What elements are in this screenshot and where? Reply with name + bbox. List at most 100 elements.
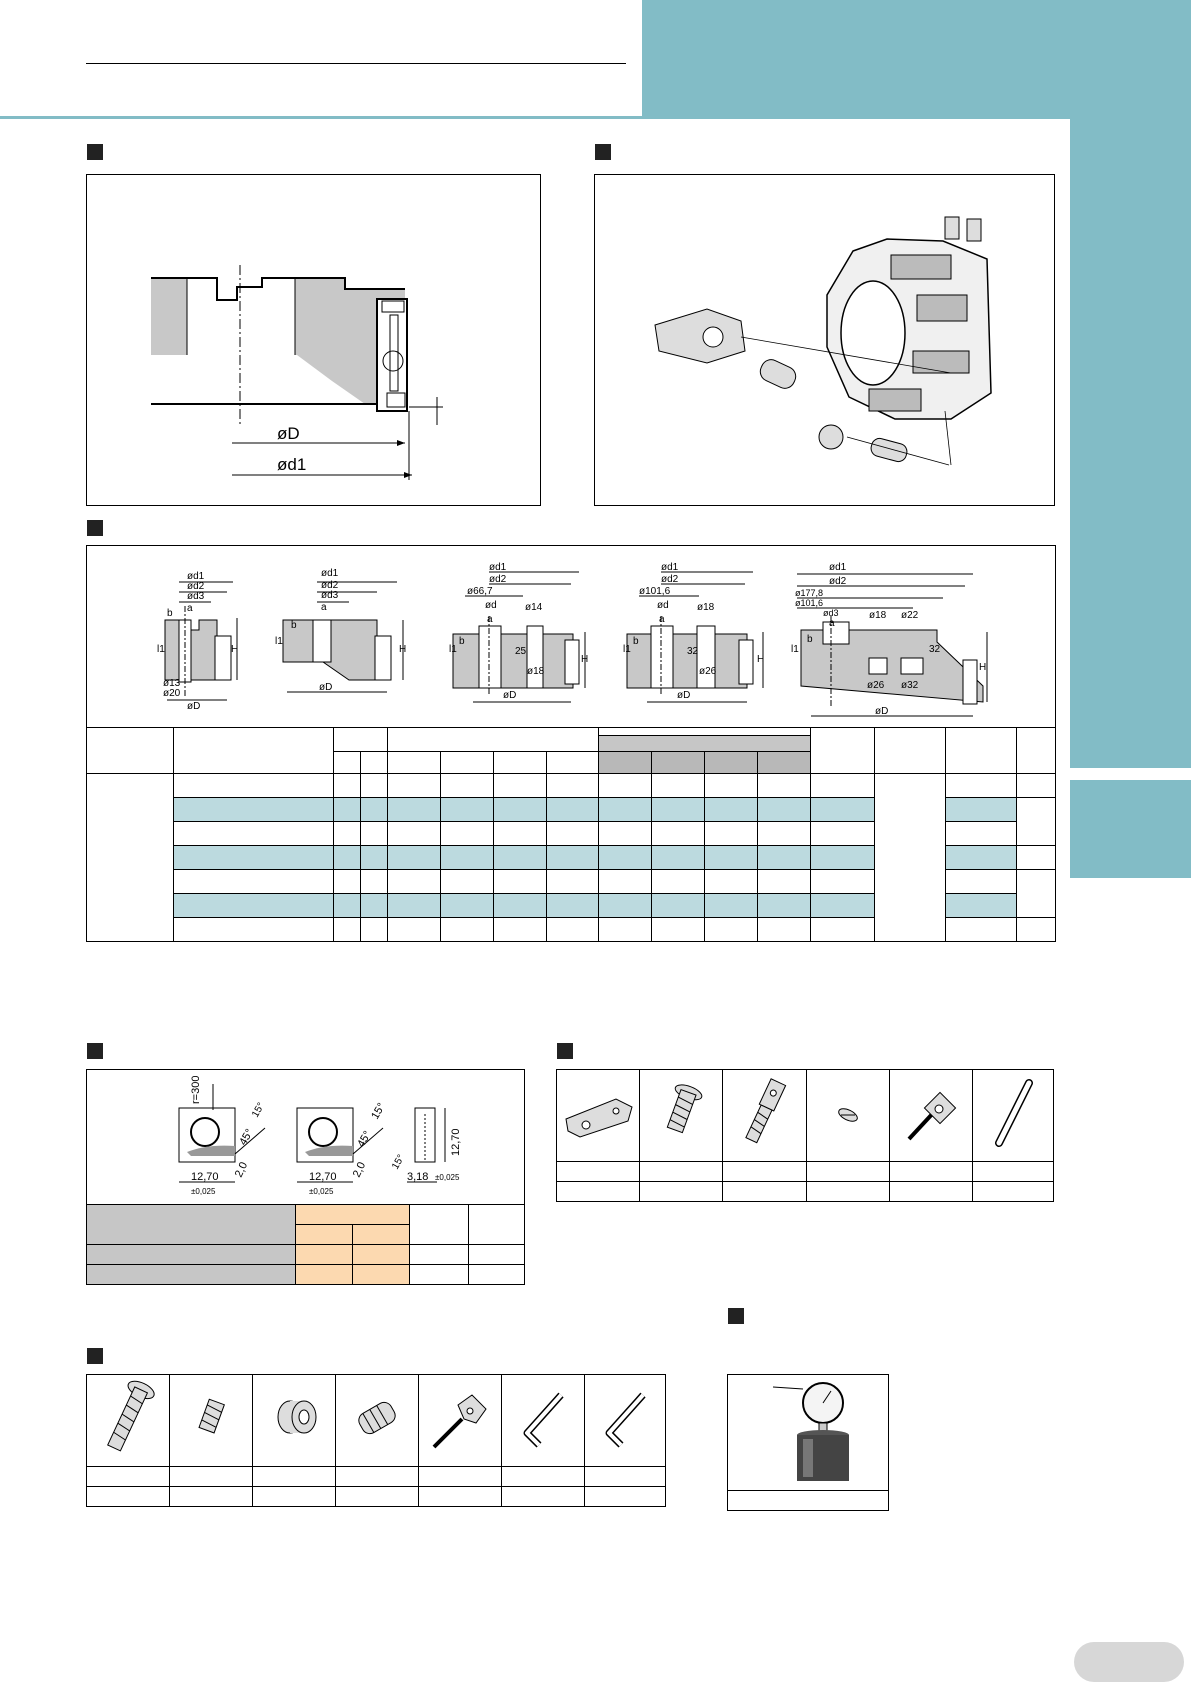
bolt-icon <box>107 1380 155 1452</box>
washer-icon <box>837 1108 858 1122</box>
nut-icon <box>277 1400 317 1434</box>
dim-label: ø18 <box>869 610 887 621</box>
insert-figure: r=300 15° 45° 12,70 ±0,025 2,0 15° 45° 1… <box>86 1069 525 1205</box>
torx-key-icon <box>432 1394 487 1449</box>
dim-label: ød3 <box>321 590 339 601</box>
set-screw-icon <box>198 1398 225 1434</box>
part-cell <box>555 1069 641 1162</box>
dim-label: l1 <box>449 644 457 655</box>
part-cell <box>972 1069 1054 1162</box>
pin-icon <box>995 1079 1033 1147</box>
dim-label: 45° <box>355 1129 374 1149</box>
side-tab-upper <box>1070 116 1191 768</box>
dim-label: 2,0 <box>233 1160 250 1179</box>
dim-label: 15° <box>369 1101 388 1121</box>
screw-icon <box>666 1084 703 1134</box>
dim-label: ±0,025 <box>191 1187 216 1196</box>
page-number-tab <box>1074 1642 1184 1682</box>
spare-parts-table <box>555 1069 1054 1202</box>
dim-label: 15° <box>390 1153 407 1172</box>
dim-label: ø66,7 <box>467 586 493 597</box>
cross-section-figure: øD ød1 <box>86 174 541 506</box>
header-rule <box>86 63 626 64</box>
gauge-table <box>727 1374 889 1511</box>
dim-label: 15° <box>250 1101 267 1120</box>
dim-label: H <box>757 654 764 665</box>
dim-label: b <box>459 636 465 647</box>
part-cell <box>252 1374 336 1467</box>
dim-label: ød3 <box>187 591 205 602</box>
dim-label: 3,18 <box>407 1171 428 1183</box>
dim-label: a <box>829 618 835 629</box>
dim-label: l1 <box>275 636 283 647</box>
part-cell <box>722 1069 807 1162</box>
dim-label: øD <box>187 701 200 712</box>
dim-label: H <box>979 662 986 673</box>
dim-label: ø32 <box>901 680 919 691</box>
dim-label: l1 <box>623 644 631 655</box>
part-cell <box>501 1374 585 1467</box>
variant-3: ød1 ød2 ø66,7 ød a ø14 b l1 25 ø18 H øD <box>449 562 588 703</box>
section-marker <box>728 1308 744 1324</box>
dim-label: ød2 <box>489 574 507 585</box>
dim-label: 12,70 <box>450 1128 462 1156</box>
dim-label: ø26 <box>699 666 717 677</box>
dim-label: b <box>291 620 297 631</box>
dim-label: 2,0 <box>351 1160 368 1179</box>
dim-label: b <box>807 634 813 645</box>
dim-label: a <box>659 614 665 625</box>
clamp-icon <box>565 1098 633 1138</box>
part-cell <box>727 1374 889 1491</box>
dim-label: ød2 <box>321 580 339 591</box>
dim-label: 45° <box>237 1127 256 1147</box>
variant-4: ød1 ød2 ø101,6 ød a ø18 b l1 32 ø26 H øD <box>623 562 764 703</box>
dim-label: b <box>633 636 639 647</box>
dim-label: ød2 <box>187 581 205 592</box>
dim-label: ød1 <box>661 562 679 573</box>
dim-label: ø26 <box>867 680 885 691</box>
adjusting-screw-icon <box>745 1078 787 1144</box>
torque-key-icon <box>907 1091 957 1141</box>
dim-label: H <box>399 644 406 655</box>
dim-label: l1 <box>157 644 165 655</box>
dim-label: ø18 <box>697 602 715 613</box>
dim-label: a <box>187 603 193 614</box>
section-marker <box>595 144 611 160</box>
dim-label: r=300 <box>190 1076 202 1104</box>
part-cell <box>805 1069 890 1162</box>
dim-label: øD <box>319 682 332 693</box>
header-accent-block <box>642 0 1191 118</box>
section-marker <box>87 1348 103 1364</box>
section-marker <box>87 1043 103 1059</box>
dim-label: 12,70 <box>191 1171 219 1183</box>
dim-label: ø13 <box>163 678 181 689</box>
section-marker <box>87 144 103 160</box>
dim-label: ø101,6 <box>795 598 823 608</box>
variant-5: ød1 ød2 ø177,8 ø101,6 ød3 a ø18 ø22 b l1… <box>791 562 988 717</box>
hex-key-icon <box>605 1392 646 1448</box>
dim-label: ±0,025 <box>435 1173 460 1182</box>
assembly-figure <box>594 174 1055 506</box>
part-cell <box>418 1374 502 1467</box>
dim-label: ø22 <box>901 610 919 621</box>
dial-gauge-icon <box>772 1382 849 1481</box>
variant-2: ød1 ød2 ød3 a b l1 H øD <box>275 568 406 693</box>
hex-key-icon <box>523 1392 564 1448</box>
dim-label-d1: ød1 <box>277 455 306 474</box>
part-cell <box>584 1374 666 1467</box>
dim-label: ø18 <box>527 666 545 677</box>
dim-label: ød1 <box>321 568 339 579</box>
threaded-sleeve-icon <box>358 1401 396 1435</box>
dim-label: 12,70 <box>309 1171 337 1183</box>
part-cell <box>639 1069 724 1162</box>
dim-label: ød <box>485 600 497 611</box>
dim-label: H <box>581 654 588 665</box>
dim-label: øD <box>677 690 690 701</box>
part-cell <box>335 1374 419 1467</box>
part-cell <box>169 1374 253 1467</box>
dim-label: ød <box>657 600 669 611</box>
side-tab-lower <box>1070 780 1191 878</box>
dim-label: ød1 <box>489 562 507 573</box>
dim-label: 25 <box>515 646 527 657</box>
section-marker <box>87 520 103 536</box>
